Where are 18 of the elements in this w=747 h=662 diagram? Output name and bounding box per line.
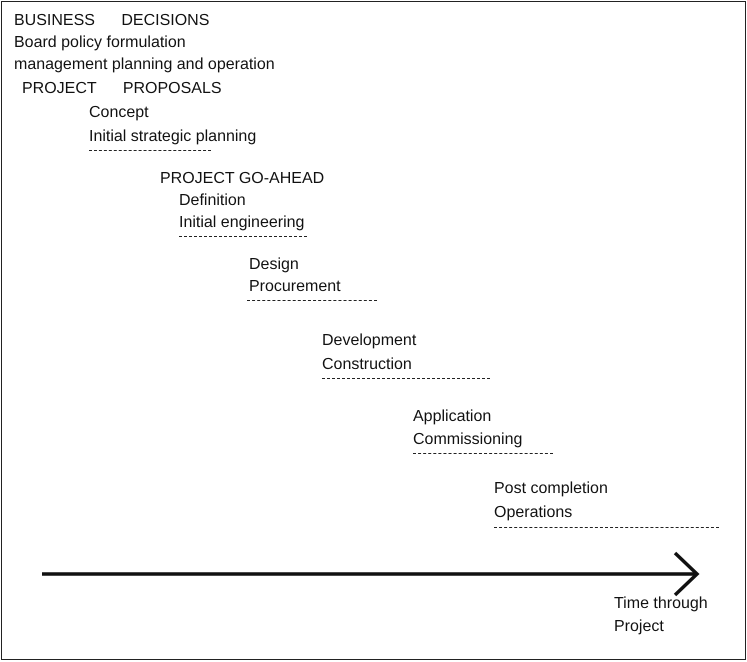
stage-label: Operations	[494, 503, 572, 523]
stage-label: Construction	[322, 355, 412, 375]
stage-label: Initial engineering	[179, 213, 304, 233]
stage-label: Time through Project	[614, 594, 709, 637]
stage-label: Definition	[179, 191, 246, 211]
stage-label: Initial strategic planning	[89, 127, 256, 147]
stage-label: management planning and operation	[14, 55, 275, 75]
stage-label: BUSINESS DECISIONS	[14, 11, 210, 31]
stage-label: Procurement	[249, 277, 341, 297]
stage-label: Commissioning	[413, 430, 522, 450]
stage-label: Post completion	[494, 479, 608, 499]
stage-label: Concept	[89, 103, 149, 123]
stage-label: PROJECT PROPOSALS	[22, 79, 222, 99]
stage-label: Design	[249, 255, 299, 275]
stage-label: Development	[322, 331, 416, 351]
stage-label: PROJECT GO-AHEAD	[160, 169, 324, 189]
stage-label: Board policy formulation	[14, 33, 186, 53]
stage-label: Application	[413, 407, 492, 427]
